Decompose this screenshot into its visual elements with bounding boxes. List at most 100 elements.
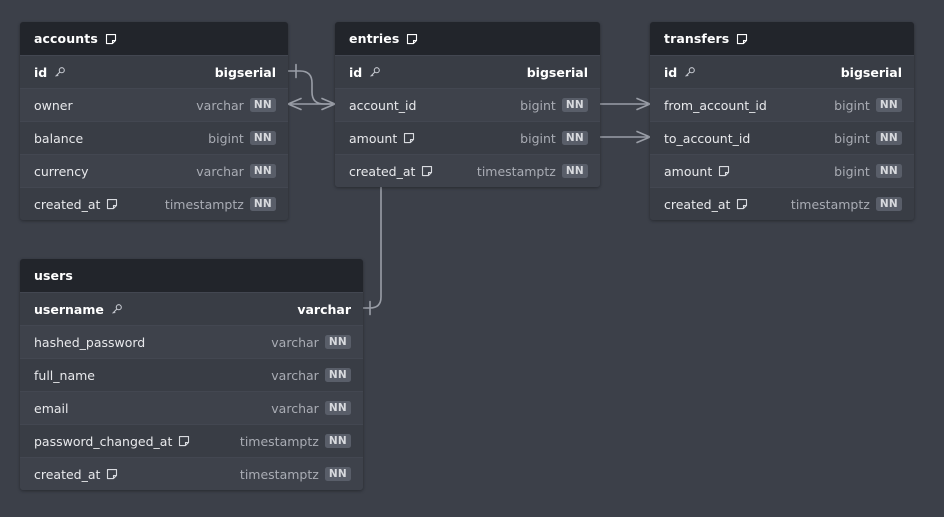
field-name: id <box>349 64 363 80</box>
field-name: owner <box>34 97 73 113</box>
field-name: created_at <box>349 163 416 179</box>
field-name: from_account_id <box>664 97 767 113</box>
field-type: bigint <box>520 130 556 146</box>
table-header-entries[interactable]: entries <box>335 22 600 55</box>
field-type: bigint <box>834 130 870 146</box>
field-type: timestamptz <box>476 163 556 179</box>
field-type-group: varchar <box>297 302 351 317</box>
not-null-badge: NN <box>324 467 351 481</box>
field-type: timestamptz <box>239 466 319 482</box>
field-name-group: to_account_id <box>664 131 750 146</box>
field-name: currency <box>34 163 89 179</box>
field-row[interactable]: username varchar <box>20 292 363 325</box>
field-name: amount <box>664 163 713 179</box>
note-icon[interactable] <box>106 468 118 480</box>
key-icon <box>53 66 66 79</box>
field-name-group: id <box>34 65 66 80</box>
field-name: username <box>34 301 104 317</box>
field-name: id <box>34 64 48 80</box>
key-icon <box>110 303 123 316</box>
field-name-group: username <box>34 302 123 317</box>
field-name-group: created_at <box>664 197 748 212</box>
field-type: bigserial <box>526 64 588 80</box>
field-row[interactable]: id bigserial <box>20 55 288 88</box>
note-icon[interactable] <box>105 33 117 45</box>
table-title: transfers <box>664 31 730 46</box>
field-type-group: timestamptz NN <box>240 467 351 482</box>
field-name-group: id <box>664 65 696 80</box>
table-header-transfers[interactable]: transfers <box>650 22 914 55</box>
field-name-group: password_changed_at <box>34 434 190 449</box>
not-null-badge: NN <box>249 197 276 211</box>
edge-accounts-to-transfers-to-account-id <box>599 130 651 144</box>
field-row[interactable]: id bigserial <box>335 55 600 88</box>
note-icon[interactable] <box>421 165 433 177</box>
note-icon[interactable] <box>178 435 190 447</box>
field-type: bigint <box>834 97 870 113</box>
field-row[interactable]: created_at timestamptz NN <box>335 154 600 187</box>
note-icon[interactable] <box>736 198 748 210</box>
field-type: timestamptz <box>239 433 319 449</box>
field-name: hashed_password <box>34 334 146 350</box>
table-title: entries <box>349 31 400 46</box>
field-name: full_name <box>34 367 95 383</box>
not-null-badge: NN <box>875 197 902 211</box>
not-null-badge: NN <box>324 401 351 415</box>
field-name-group: hashed_password <box>34 335 145 350</box>
table-title: accounts <box>34 31 98 46</box>
table-header-accounts[interactable]: accounts <box>20 22 288 55</box>
key-icon <box>368 66 381 79</box>
field-type: timestamptz <box>164 196 244 212</box>
note-icon[interactable] <box>718 165 730 177</box>
table-header-users[interactable]: users <box>20 259 363 292</box>
not-null-badge: NN <box>324 368 351 382</box>
field-type-group: bigserial <box>215 65 276 80</box>
field-name-group: email <box>34 401 68 416</box>
field-type-group: timestamptz NN <box>477 164 588 179</box>
field-name: email <box>34 400 69 416</box>
field-type: bigserial <box>840 64 902 80</box>
not-null-badge: NN <box>561 164 588 178</box>
field-name-group: amount <box>664 164 730 179</box>
field-row[interactable]: id bigserial <box>650 55 914 88</box>
not-null-badge: NN <box>324 335 351 349</box>
field-name: id <box>664 64 678 80</box>
note-icon[interactable] <box>106 198 118 210</box>
note-icon[interactable] <box>406 33 418 45</box>
note-icon[interactable] <box>403 132 415 144</box>
not-null-badge: NN <box>561 98 588 112</box>
field-name-group: full_name <box>34 368 95 383</box>
field-name-group: amount <box>349 131 415 146</box>
note-icon[interactable] <box>736 33 748 45</box>
